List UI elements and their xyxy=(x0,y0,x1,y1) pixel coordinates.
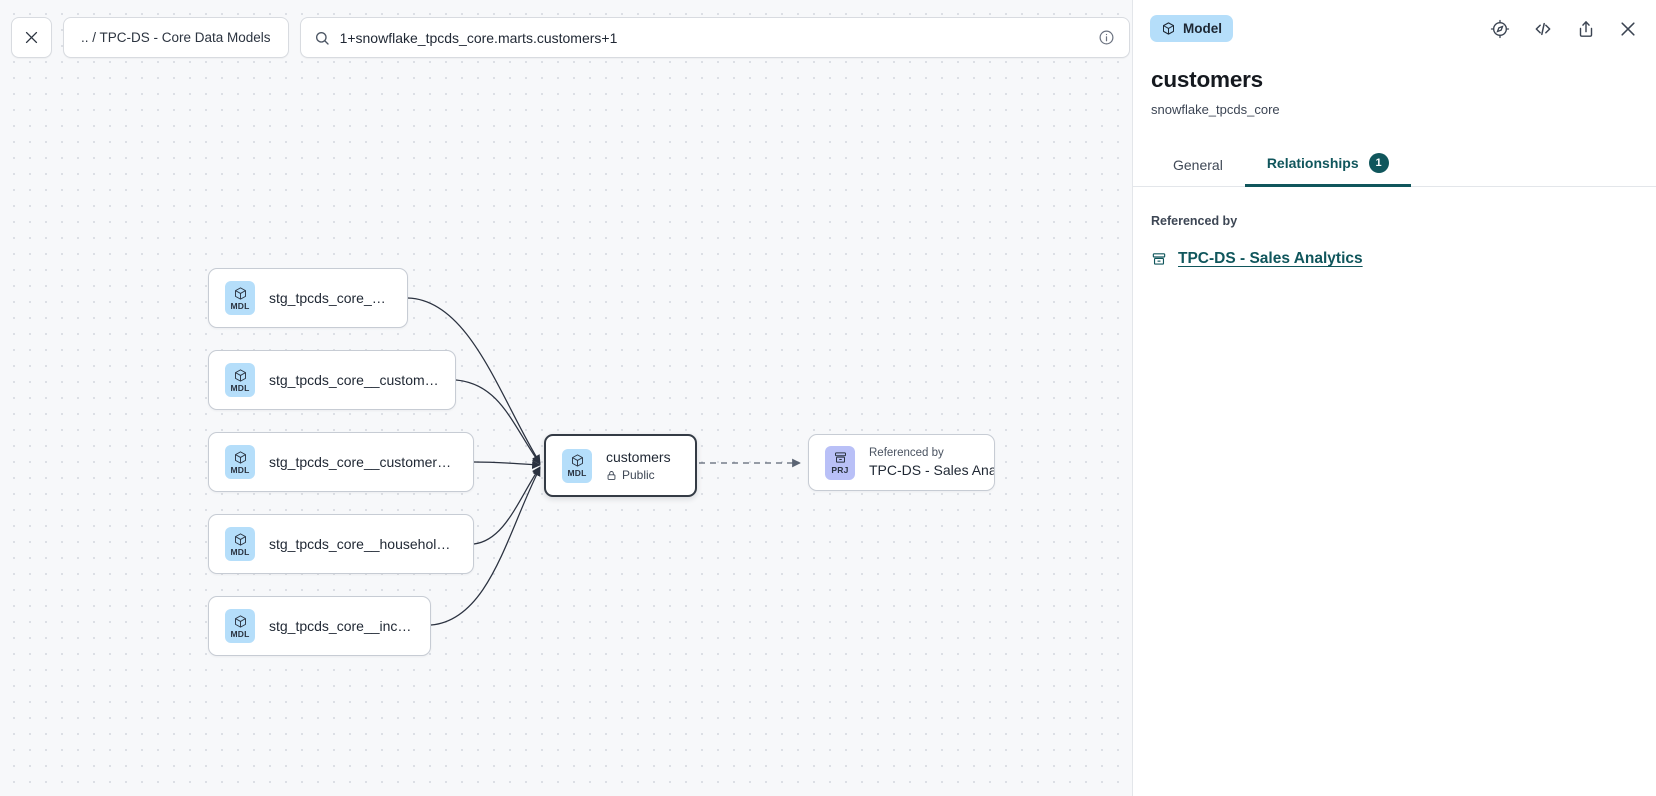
project-icon xyxy=(1152,253,1166,265)
model-badge-text: MDL xyxy=(230,300,250,311)
model-badge-text: MDL xyxy=(567,468,587,479)
lineage-search[interactable] xyxy=(299,17,1130,58)
cube-icon xyxy=(234,533,246,546)
reference-link[interactable]: TPC-DS - Sales Analytics xyxy=(1178,250,1363,267)
tab-relationships-label: Relationships xyxy=(1266,155,1359,171)
search-input[interactable] xyxy=(339,29,1088,46)
panel-toolbar: Model xyxy=(1133,0,1656,57)
graph-node-label: stg_tpcds_core__customer_address xyxy=(269,372,439,388)
graph-node[interactable]: MDL stg_tpcds_core__customer xyxy=(208,268,408,328)
cube-icon xyxy=(1163,22,1174,35)
model-badge: MDL xyxy=(225,609,255,643)
node-title: customers xyxy=(606,449,671,465)
tab-relationships[interactable]: Relationships 1 xyxy=(1244,143,1411,187)
info-icon[interactable] xyxy=(1098,29,1115,46)
details-panel: Model xyxy=(1132,0,1656,796)
lock-icon xyxy=(607,470,616,480)
referenced-by-label: Referenced by xyxy=(1151,214,1238,228)
project-title: TPC-DS - Sales Analytics xyxy=(869,462,994,478)
status-badge: 1 xyxy=(1368,153,1389,173)
tab-general[interactable]: General xyxy=(1151,147,1245,187)
code-icon[interactable] xyxy=(1532,19,1554,39)
node-text-stack: customers Public xyxy=(606,449,671,482)
graph-node[interactable]: MDL stg_tpcds_core__household_demogr… xyxy=(208,514,474,574)
cube-icon xyxy=(234,615,246,628)
entity-type-label: Model xyxy=(1183,21,1222,36)
model-badge: MDL xyxy=(225,363,255,397)
close-graph-button[interactable] xyxy=(11,17,52,58)
panel-tabs: General Relationships 1 xyxy=(1133,143,1656,187)
graph-node-label: stg_tpcds_core__customer_demogra… xyxy=(269,454,457,470)
model-badge-text: MDL xyxy=(230,546,250,557)
panel-content: Referenced by TPC-DS - Sales Analytics xyxy=(1133,187,1656,268)
cube-icon xyxy=(571,454,583,467)
model-badge: MDL xyxy=(225,527,255,561)
cube-icon xyxy=(234,451,246,464)
lineage-edges xyxy=(407,297,801,626)
project-text-stack: Referenced by TPC-DS - Sales Analytics xyxy=(869,447,994,478)
graph-node-label: stg_tpcds_core__income_band xyxy=(269,618,414,634)
model-badge: MDL xyxy=(225,281,255,315)
model-badge: MDL xyxy=(225,445,255,479)
model-badge-text: MDL xyxy=(230,628,250,639)
panel-subtitle: snowflake_tpcds_core xyxy=(1151,102,1280,117)
lineage-canvas[interactable]: .. / TPC-DS - Core Data Models MDL stg_tp… xyxy=(0,0,1132,796)
project-badge-text: PRJ xyxy=(831,465,849,476)
cube-icon xyxy=(234,287,246,300)
panel-actions xyxy=(1490,19,1638,39)
page-title: customers xyxy=(1151,67,1263,92)
list-item[interactable]: TPC-DS - Sales Analytics xyxy=(1151,250,1638,268)
breadcrumb[interactable]: .. / TPC-DS - Core Data Models xyxy=(63,17,289,58)
node-access-label: Public xyxy=(622,468,655,482)
breadcrumb-label: .. / TPC-DS - Core Data Models xyxy=(81,30,271,45)
node-access: Public xyxy=(606,468,671,482)
search-icon xyxy=(315,31,329,45)
canvas-toolbar: .. / TPC-DS - Core Data Models xyxy=(11,17,1132,58)
graph-node-label: stg_tpcds_core__customer xyxy=(269,290,391,306)
close-icon[interactable] xyxy=(1618,19,1638,39)
cube-icon xyxy=(234,369,246,382)
graph-node[interactable]: MDL stg_tpcds_core__income_band xyxy=(208,596,431,656)
project-icon xyxy=(834,452,846,463)
graph-node-customers[interactable]: MDL customers Public xyxy=(544,434,697,497)
entity-type-chip[interactable]: Model xyxy=(1150,15,1233,42)
share-icon[interactable] xyxy=(1576,19,1596,39)
tab-general-label: General xyxy=(1173,157,1223,173)
project-badge: PRJ xyxy=(825,445,855,480)
panel-header: customers snowflake_tpcds_core xyxy=(1133,57,1656,117)
model-badge: MDL xyxy=(562,448,592,483)
graph-node[interactable]: MDL stg_tpcds_core__customer_demogra… xyxy=(208,432,474,492)
explore-icon[interactable] xyxy=(1490,19,1510,39)
model-badge-text: MDL xyxy=(230,382,250,393)
graph-node-label: stg_tpcds_core__household_demogr… xyxy=(269,536,457,552)
graph-node[interactable]: MDL stg_tpcds_core__customer_address xyxy=(208,350,456,410)
model-badge-text: MDL xyxy=(230,464,250,475)
close-icon xyxy=(25,31,38,44)
graph-node-project[interactable]: PRJ Referenced by TPC-DS - Sales Analyti… xyxy=(808,434,995,491)
project-kicker: Referenced by xyxy=(869,447,944,459)
